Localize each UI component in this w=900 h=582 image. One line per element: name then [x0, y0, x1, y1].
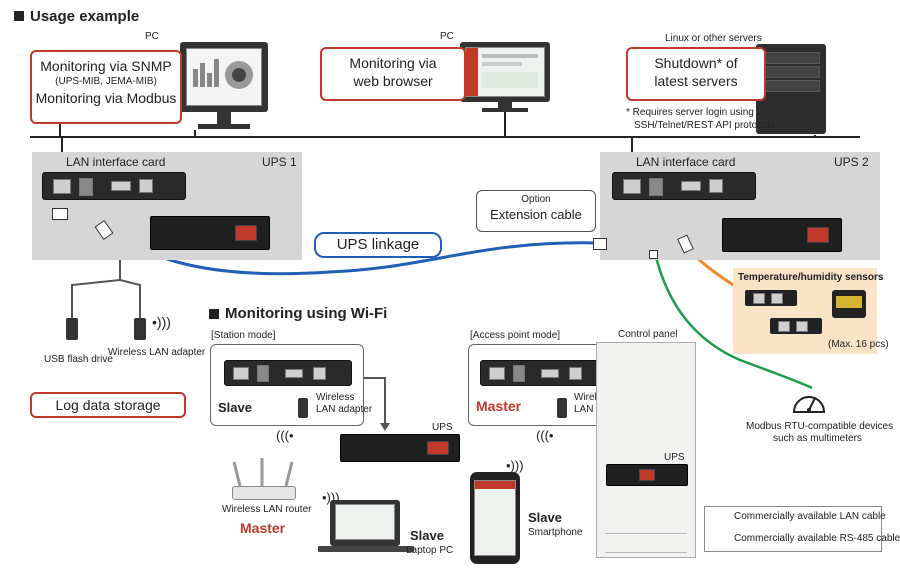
ups1-lan-card: [42, 172, 186, 200]
laptop-icon: [330, 500, 400, 546]
station-ups-unit: [340, 434, 460, 462]
phone-role: Slave: [528, 510, 562, 525]
station-wifi-icon: •))): [276, 428, 294, 443]
usb-flash-label: USB flash drive: [44, 354, 113, 365]
access-wlan-adapter-icon: [557, 398, 567, 418]
footnote-line2: SSH/Telnet/REST API protocols: [634, 120, 775, 131]
access-ups-unit: [606, 464, 688, 486]
wifi-signal-icon: •))): [152, 314, 171, 330]
server-tower: [756, 44, 826, 134]
ups1-name: UPS 1: [262, 155, 297, 169]
web-callout-line2: web browser: [353, 73, 433, 89]
usb-port-icon: [681, 181, 701, 191]
option-callout: Option Extension cable: [476, 190, 596, 232]
gauge-icon: [791, 386, 827, 414]
ups2-name: UPS 2: [834, 155, 869, 169]
legend-rs485: Commercially available RS-485 cable: [734, 533, 900, 544]
option-callout-line2: Extension cable: [490, 207, 582, 222]
meter-gauge: [792, 396, 826, 413]
sensor-box-1: [745, 290, 797, 306]
wlan-adapter-icon: [134, 318, 146, 340]
pc-monitor-mid: [460, 42, 550, 102]
sensor-box-2: [770, 318, 822, 334]
station-master-label: Master: [240, 520, 286, 536]
web-callout: Monitoring via web browser: [320, 47, 466, 101]
lan-port-icon: [53, 179, 71, 194]
wifi-heading-square: [209, 309, 219, 319]
sensor-max-label: (Max. 16 pcs): [828, 339, 889, 350]
log-callout-label: Log data storage: [55, 397, 161, 413]
lan-port-icon: [623, 179, 641, 194]
laptop-label: Laptop PC: [406, 545, 454, 556]
snmp-callout-line1: Monitoring via SNMP: [40, 58, 172, 74]
usb-port-icon: [111, 181, 131, 191]
sensor-title: Temperature/humidity sensors: [738, 272, 884, 283]
ups-linkage-label: UPS linkage: [336, 236, 420, 253]
shutdown-callout-line1: Shutdown* of: [654, 55, 738, 71]
usb-flash-drive-icon: [66, 318, 78, 340]
snmp-callout-line3: Monitoring via Modbus: [35, 90, 177, 106]
control-panel-cabinet: [596, 342, 696, 558]
wireless-router-icon: [232, 486, 296, 500]
web-callout-line1: Monitoring via: [349, 55, 437, 71]
usage-heading-square: [14, 11, 24, 21]
phone-wifi-icon: •))): [506, 458, 524, 473]
ups2-linkage-connector: [593, 238, 607, 250]
legend-lan: Commercially available LAN cable: [734, 511, 886, 522]
router-label: Wireless LAN router: [222, 504, 312, 515]
access-lan-card: [480, 360, 608, 386]
shutdown-callout: Shutdown* of latest servers: [626, 47, 766, 101]
phone-label: Smartphone: [528, 527, 583, 538]
ups2-card-label: LAN interface card: [636, 155, 736, 169]
station-lan-card: [224, 360, 352, 386]
pc-label-mid: PC: [440, 31, 454, 42]
legend-box: [704, 506, 882, 552]
usage-heading: Usage example: [30, 8, 140, 25]
sensor-display: [832, 290, 866, 318]
control-panel-label: Control panel: [618, 329, 678, 340]
ups2-lan-card: [612, 172, 756, 200]
access-role: Master: [476, 398, 522, 414]
pc-label-left: PC: [145, 31, 159, 42]
station-adapter-line2: LAN adapter: [316, 404, 373, 415]
ups2-rs485-connector: [649, 250, 658, 259]
station-mode-label: [Station mode]: [211, 330, 276, 341]
access-adapter-line1: Wireless: [574, 392, 613, 403]
station-adapter-line1: Wireless: [316, 392, 355, 403]
ups1-card-label: LAN interface card: [66, 155, 166, 169]
snmp-callout-line2: (UPS-MIB, JEMA-MIB): [55, 76, 157, 87]
station-wlan-adapter-icon: [298, 398, 308, 418]
server-label: Linux or other servers: [665, 33, 762, 44]
laptop-role: Slave: [410, 528, 444, 543]
shutdown-callout-line2: latest servers: [654, 73, 738, 89]
snmp-callout: Monitoring via SNMP (UPS-MIB, JEMA-MIB) …: [30, 50, 182, 124]
station-role: Slave: [218, 400, 252, 415]
access-mode-label: [Access point mode]: [470, 330, 561, 341]
ups1-unit: [150, 216, 270, 250]
smartphone-icon: [470, 472, 520, 564]
wifi-heading: Monitoring using Wi-Fi: [225, 305, 388, 322]
dashboard-icon: [193, 59, 253, 89]
station-ups-label: UPS: [432, 422, 453, 433]
pc-monitor-left: [180, 42, 268, 112]
access-wifi-icon: •))): [536, 428, 554, 443]
ups-linkage-callout: UPS linkage: [314, 232, 442, 258]
web-ui-icon: [466, 48, 538, 96]
access-ups-label: UPS: [664, 452, 685, 463]
modbus-line2: such as multimeters: [773, 433, 862, 444]
log-callout: Log data storage: [30, 392, 186, 418]
footnote-line1: * Requires server login using: [626, 107, 754, 118]
ups1-small-connector: [52, 208, 68, 220]
ups2-unit: [722, 218, 842, 252]
wlan-adapter-label: Wireless LAN adapter: [108, 347, 206, 358]
option-callout-line1: Option: [521, 194, 551, 205]
modbus-line1: Modbus RTU-compatible devices: [746, 421, 894, 432]
